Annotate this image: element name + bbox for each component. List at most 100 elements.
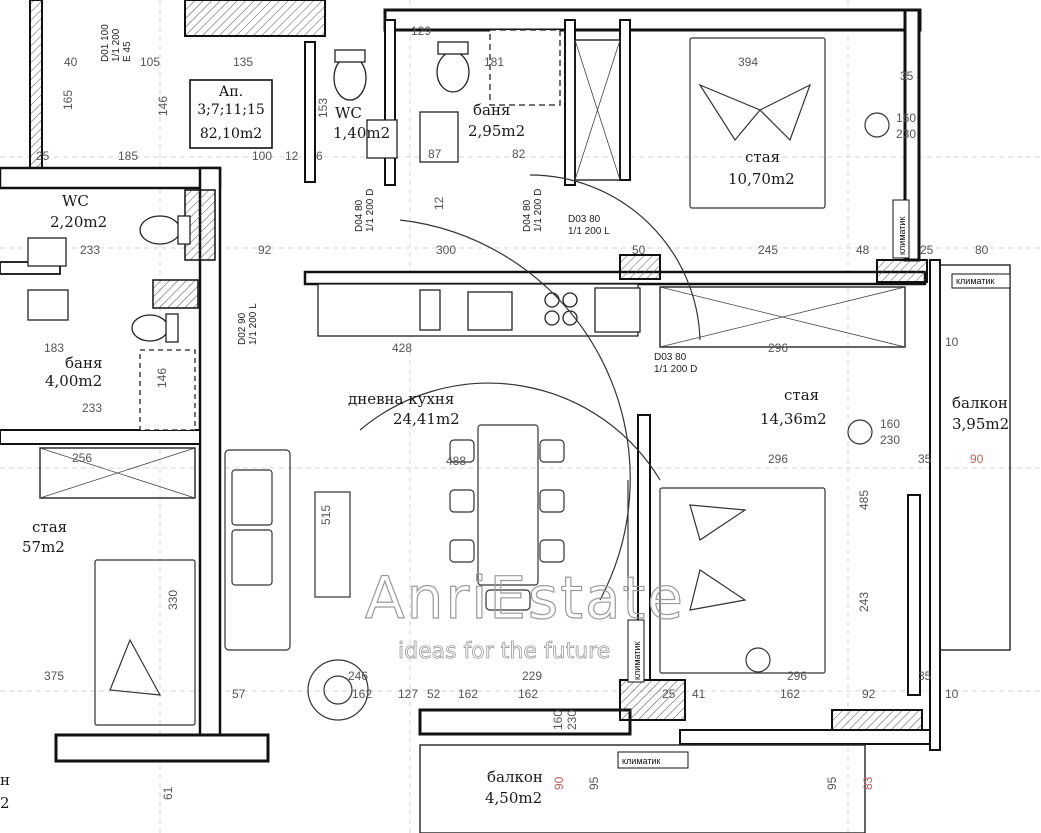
- apartment-label-box: Ап. 3;7;11;15 82,10m2: [189, 79, 273, 149]
- room-balcony-bottom-name: балкон: [487, 768, 543, 786]
- dim-90b: 90: [552, 776, 566, 790]
- dim-160b: 160: [880, 417, 900, 431]
- dim-35: 35: [900, 69, 914, 83]
- dim-246: 246: [348, 669, 368, 683]
- door-d02-code: D02 90: [237, 312, 248, 345]
- dim-95a: 95: [587, 776, 601, 790]
- climatic-labels: климатик климатик климатик климатик: [617, 199, 1011, 769]
- dim-92: 92: [258, 243, 272, 257]
- dim-162d: 162: [458, 687, 478, 701]
- watermark-tagline: ideas for the future: [398, 639, 610, 664]
- dim-146: 146: [156, 96, 170, 116]
- dim-243: 243: [857, 592, 871, 612]
- room-wc-left-area: 2,20m2: [50, 213, 107, 231]
- dim-428: 428: [392, 341, 412, 355]
- apartment-area: 82,10m2: [200, 126, 262, 142]
- apartment-label: Ап.: [219, 84, 243, 100]
- dimension-labels: 40 105 135 165 146 185 100 12 6 25 153 1…: [36, 24, 989, 800]
- climatic-label-bottom: климатик: [622, 756, 660, 766]
- room-living-name: дневна кухня: [348, 390, 454, 408]
- room-balcony-right-name: балкон: [952, 394, 1008, 412]
- door-d01-code: D01 100: [100, 24, 111, 62]
- dim-162b: 162: [518, 687, 538, 701]
- dim-230c: 230: [565, 710, 579, 730]
- dim-127: 127: [398, 687, 418, 701]
- dim-87: 87: [428, 147, 442, 161]
- dim-10: 10: [945, 335, 959, 349]
- dim-245: 245: [758, 243, 778, 257]
- dim-25c: 25: [662, 687, 676, 701]
- dim-330: 330: [166, 590, 180, 610]
- door-d02-size: 1/1 200 L: [248, 303, 259, 345]
- door-codes: D01 100 1/1 200 E 45 D04 80 1/1 200 D D0…: [100, 24, 697, 375]
- room-wc-top-area: 1,40m2: [333, 124, 390, 142]
- dim-181: 181: [484, 55, 504, 69]
- door-d04-left-code: D04 80: [354, 199, 365, 232]
- room-bath-top-area: 2,95m2: [468, 122, 525, 140]
- dim-6: 6: [316, 149, 323, 163]
- dim-40: 40: [64, 55, 78, 69]
- dim-50: 50: [632, 243, 646, 257]
- dim-100: 100: [252, 149, 272, 163]
- dim-230b: 230: [880, 433, 900, 447]
- room-balcony-right-area: 3,95m2: [952, 415, 1009, 433]
- room-wc-left-name: WC: [62, 192, 89, 210]
- dim-300: 300: [436, 243, 456, 257]
- dim-10b: 10: [945, 687, 959, 701]
- dim-105: 105: [140, 55, 160, 69]
- door-d01-side: E 45: [122, 41, 133, 62]
- door-d04-right-code: D04 80: [522, 199, 533, 232]
- dim-57: 57: [232, 687, 246, 701]
- fixtures: [27, 29, 890, 726]
- edge-text-a: н: [0, 771, 10, 789]
- room-living-area: 24,41m2: [393, 410, 460, 428]
- dim-12b: 12: [432, 196, 446, 210]
- dim-95b: 95: [825, 776, 839, 790]
- dim-25: 25: [36, 149, 50, 163]
- dim-515: 515: [319, 505, 333, 525]
- room-bedroom-left-area: 57m2: [22, 538, 65, 556]
- dim-488: 488: [446, 454, 466, 468]
- dim-153: 153: [316, 98, 330, 118]
- dim-35c: 35: [918, 669, 932, 683]
- door-swings: [359, 174, 701, 601]
- room-bedroom-right-area: 14,36m2: [760, 410, 827, 428]
- room-bath-top-name: баня: [473, 101, 510, 119]
- dim-296: 296: [768, 341, 788, 355]
- climatic-label-right: климатик: [956, 276, 994, 286]
- dim-296c: 296: [787, 669, 807, 683]
- dim-61: 61: [161, 786, 175, 800]
- room-balcony-bottom-area: 4,50m2: [485, 789, 542, 807]
- dim-83: 83: [861, 776, 875, 790]
- room-bath-left-name: баня: [65, 354, 102, 372]
- dim-230: 230: [896, 127, 916, 141]
- room-labels: WC 1,40m2 баня 2,95m2 стая 10,70m2 WC 2,…: [0, 101, 1009, 812]
- dim-375: 375: [44, 669, 64, 683]
- dim-183: 183: [44, 341, 64, 355]
- climatic-label-top: климатик: [897, 217, 907, 255]
- door-d01-size: 1/1 200: [111, 28, 122, 62]
- walls: [0, 0, 1011, 833]
- dim-229: 229: [522, 669, 542, 683]
- dim-256: 256: [72, 451, 92, 465]
- door-d03-top-size: 1/1 200 L: [568, 226, 610, 237]
- dim-160: 160: [896, 111, 916, 125]
- room-bath-left-area: 4,00m2: [45, 372, 102, 390]
- dim-185: 185: [118, 149, 138, 163]
- dim-162a: 162: [352, 687, 372, 701]
- dim-92b: 92: [862, 687, 876, 701]
- edge-text-b: 2: [0, 794, 10, 812]
- door-d03-mid-code: D03 80: [654, 352, 687, 363]
- room-bedroom-top-area: 10,70m2: [728, 170, 795, 188]
- dim-80: 80: [975, 243, 989, 257]
- dim-394: 394: [738, 55, 758, 69]
- dim-160c: 160: [551, 710, 565, 730]
- room-bedroom-top-name: стая: [745, 148, 780, 166]
- dim-90: 90: [970, 452, 984, 466]
- room-bedroom-left-name: стая: [32, 518, 67, 536]
- dim-52: 52: [427, 687, 441, 701]
- dim-82: 82: [512, 147, 526, 161]
- door-d04-left-size: 1/1 200 D: [365, 189, 376, 232]
- dim-485: 485: [857, 490, 871, 510]
